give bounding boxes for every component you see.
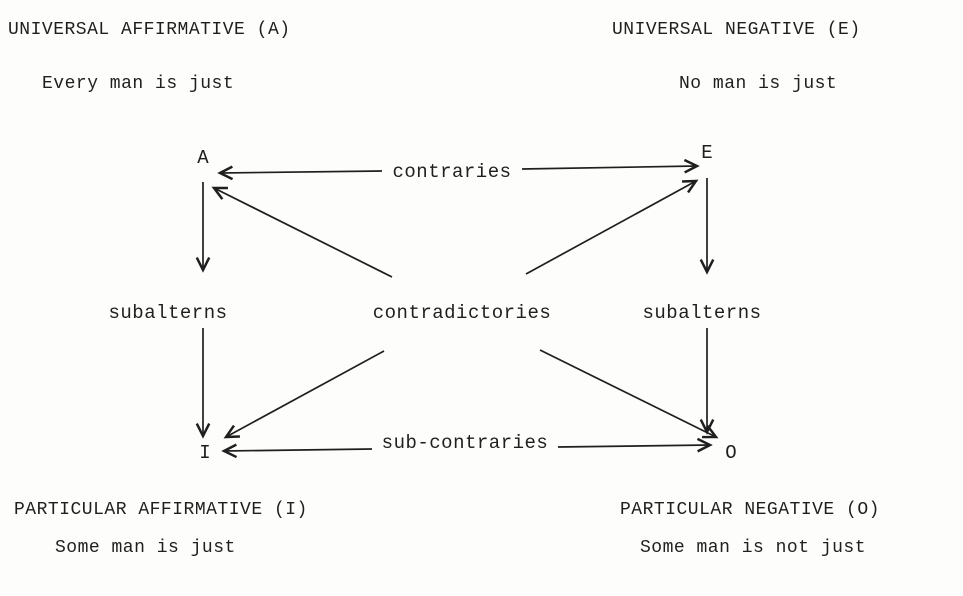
contraries-label: contraries (392, 161, 511, 183)
corner-letter-a: A (197, 147, 209, 169)
universal-negative-example: No man is just (679, 74, 838, 94)
subalterns-right-label: subalterns (642, 302, 761, 324)
universal-affirmative-heading: UNIVERSAL AFFIRMATIVE (A) (8, 20, 291, 40)
subcontraries-line-right (557, 437, 713, 453)
universal-negative-heading: UNIVERSAL NEGATIVE (E) (612, 20, 861, 40)
contradictories-line-to-e (525, 179, 699, 275)
particular-affirmative-heading: PARTICULAR AFFIRMATIVE (I) (14, 500, 308, 520)
particular-affirmative-example: Some man is just (55, 538, 236, 558)
contradictories-line-to-o (539, 349, 719, 439)
corner-letter-o: O (725, 442, 736, 464)
contraries-line-right (521, 158, 700, 174)
contradictories-line-to-i (223, 350, 385, 439)
particular-negative-example: Some man is not just (640, 538, 867, 558)
contradictories-line-to-a (211, 186, 393, 278)
contradictories-label: contradictories (373, 302, 552, 324)
corner-letter-e: E (701, 142, 712, 164)
particular-negative-heading: PARTICULAR NEGATIVE (O) (620, 500, 880, 520)
subcontraries-label: sub-contraries (382, 432, 549, 454)
subcontraries-line-left (221, 443, 373, 459)
corner-letter-i: I (199, 442, 210, 464)
contraries-line-left (217, 165, 383, 181)
subalterns-left-label: subalterns (108, 302, 227, 324)
universal-affirmative-example: Every man is just (42, 74, 235, 94)
